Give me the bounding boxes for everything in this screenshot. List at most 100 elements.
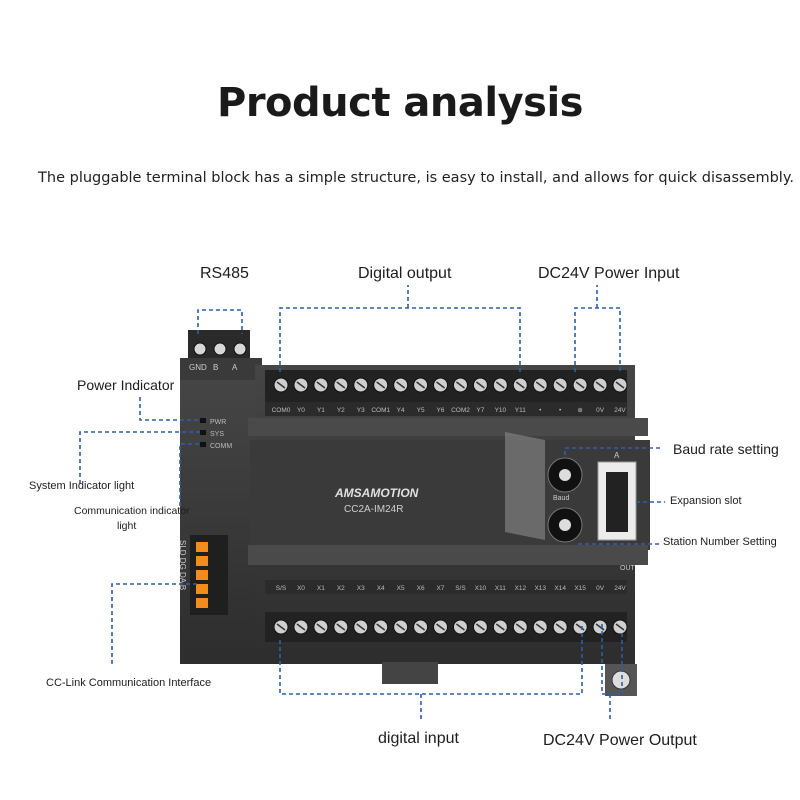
terminal-label: ⊕: [577, 407, 583, 414]
terminal-label: COM2: [451, 407, 470, 414]
terminal-label: X1: [317, 585, 325, 592]
terminal-screw-slot: [416, 623, 426, 631]
terminal-screw-slot: [475, 623, 485, 631]
terminal-label: X13: [534, 585, 546, 592]
page-title: Product analysis: [217, 80, 583, 126]
terminal-screw-slot: [535, 381, 545, 389]
terminal-label: Y3: [357, 407, 365, 414]
terminal-label: X4: [377, 585, 385, 592]
callout-system-indicator-light: System Indicator light: [29, 480, 135, 492]
terminal-label: 0V: [596, 407, 605, 414]
terminal-label: X3: [357, 585, 365, 592]
rs485-connector: GND B A: [180, 330, 262, 380]
terminal-screw-slot: [436, 623, 445, 631]
terminal-screw-slot: [376, 623, 386, 631]
out-port-label: OUT: [620, 565, 636, 572]
terminal-label: Y1: [317, 407, 325, 414]
terminal-screw-slot: [615, 381, 625, 389]
terminal-label: •: [539, 407, 542, 414]
terminal-label: •: [559, 407, 562, 414]
terminal-label: S/S: [276, 585, 287, 592]
callout-station-number-setting: Station Number Setting: [663, 536, 777, 548]
indicator-comm: COMM: [210, 443, 232, 450]
terminal-screw-slot: [296, 381, 306, 389]
terminal-screw-slot: [396, 381, 406, 389]
page-subtitle: The pluggable terminal block has a simpl…: [38, 170, 794, 186]
terminal-screw-slot: [436, 381, 445, 389]
callout-power-indicator: Power Indicator: [77, 377, 175, 393]
terminal-screw-slot: [276, 381, 286, 389]
terminal-label: Y5: [417, 407, 425, 414]
terminal-label: X6: [417, 585, 425, 592]
terminal-label: Y2: [337, 407, 345, 414]
terminal-label: S/S: [455, 585, 466, 592]
terminal-screw-slot: [475, 381, 485, 389]
callout-digital-input: digital input: [378, 730, 459, 747]
callout-rs485: RS485: [200, 265, 249, 282]
terminal-label: COM1: [371, 407, 390, 414]
terminal-screw-slot: [456, 623, 465, 631]
indicator-pwr: PWR: [210, 419, 226, 426]
callout-communication-indicator-light-line1: Communication indicator: [74, 505, 190, 517]
terminal-label: X14: [554, 585, 566, 592]
terminal-screw-slot: [595, 381, 605, 389]
terminal-label: 0V: [596, 585, 605, 592]
terminal-label: X12: [515, 585, 527, 592]
cclink-pin-labels: SLD DG DA B: [178, 540, 187, 590]
callout-expansion-slot: Expansion slot: [670, 495, 742, 507]
terminal-label: X10: [475, 585, 487, 592]
terminal-label: 24V: [614, 585, 626, 592]
indicator-sys: SYS: [210, 431, 224, 438]
terminal-label: Y0: [297, 407, 305, 414]
terminal-screw-slot: [416, 381, 426, 389]
terminal-label: Y6: [437, 407, 445, 414]
model-label: CC2A-IM24R: [344, 504, 403, 515]
callout-dc24v-power-output: DC24V Power Output: [543, 732, 697, 749]
terminal-screw-slot: [356, 381, 366, 389]
terminal-screw-slot: [376, 381, 386, 389]
callout-communication-indicator-light-line2: light: [117, 520, 137, 532]
terminal-label: Y7: [476, 407, 484, 414]
terminal-screw-slot: [356, 623, 366, 631]
terminal-label: X15: [574, 585, 586, 592]
terminal-screw-slot: [276, 623, 286, 631]
terminal-screw-slot: [396, 623, 406, 631]
terminal-screw-slot: [555, 381, 565, 389]
terminal-label: Y4: [397, 407, 405, 414]
terminal-label: X11: [495, 585, 506, 592]
terminal-label: X7: [437, 585, 445, 592]
terminal-screw-slot: [535, 623, 545, 631]
rs485-pin-b: B: [213, 363, 218, 372]
main-body: COM0 Y0 Y1 Y2 Y3 COM1 Y4 Y5 Y6 COM2 Y7 Y10 Y11 • • ⊕ 0V 2…: [180, 365, 650, 696]
terminal-screw-slot: [495, 623, 505, 631]
terminal-label: COM0: [272, 407, 291, 414]
terminal-screw-slot: [336, 623, 346, 631]
callout-baud-rate-setting: Baud rate setting: [673, 441, 779, 457]
terminal-screw-slot: [515, 381, 525, 389]
baud-switch-label: Baud: [553, 495, 569, 502]
terminal-screw-slot: [495, 381, 505, 389]
terminal-screw-slot: [316, 381, 326, 389]
callout-cclink-interface: CC-Link Communication Interface: [46, 677, 212, 689]
terminal-screw-slot: [595, 623, 605, 631]
terminal-screw-slot: [456, 381, 465, 389]
terminal-screw-slot: [336, 381, 346, 389]
terminal-screw-slot: [515, 623, 525, 631]
rs485-pin-gnd: GND: [189, 363, 207, 372]
terminal-screw-slot: [316, 623, 326, 631]
terminal-label: X2: [337, 585, 345, 592]
rs485-pin-a: A: [232, 363, 238, 372]
terminal-label: 24V: [614, 407, 626, 414]
callout-lines: [79, 285, 665, 722]
terminal-screw-slot: [575, 381, 585, 389]
terminal-screw-slot: [615, 623, 625, 631]
terminal-label: X5: [397, 585, 405, 592]
terminal-label: Y10: [495, 407, 507, 414]
brand-label: AMSAMOTION: [334, 486, 419, 500]
callout-dc24v-power-input: DC24V Power Input: [538, 265, 680, 282]
terminal-label: Y11: [515, 407, 526, 414]
expansion-cover-letter: A: [614, 451, 620, 460]
terminal-screw-slot: [296, 623, 306, 631]
terminal-label: X0: [297, 585, 305, 592]
